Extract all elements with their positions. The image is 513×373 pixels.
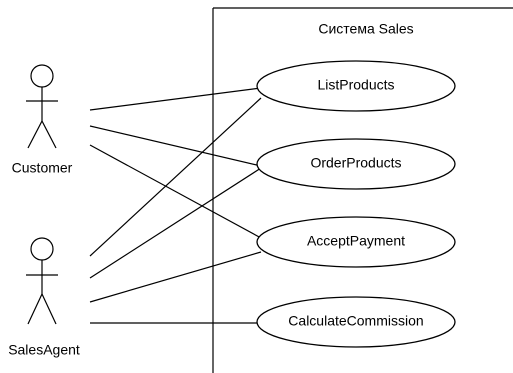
association-customer-list-products (89, 87, 262, 111)
use-case-accept-payment: AcceptPayment (256, 216, 456, 268)
actor-right-leg (41, 293, 57, 325)
use-case-ellipse (256, 216, 456, 268)
association-salesagent-accept-payment (89, 251, 262, 303)
use-case-label: ListProducts (317, 77, 394, 93)
use-case-calculate-commission: CalculateCommission (256, 296, 456, 348)
stick-figure-icon (26, 237, 58, 325)
use-case-ellipse (256, 138, 456, 190)
actor-left-leg (27, 120, 43, 149)
use-case-list-products: ListProducts (256, 60, 456, 112)
actor-sales-agent: SalesAgent (8, 237, 80, 358)
actor-label: SalesAgent (8, 342, 80, 358)
association-customer-order-products (89, 125, 262, 167)
system-title: Система Sales (318, 21, 413, 37)
actor-label: Customer (12, 160, 73, 176)
use-case-label: OrderProducts (310, 155, 401, 171)
system-boundary: Система Sales (212, 7, 513, 373)
association-customer-accept-payment (89, 144, 262, 239)
use-case-label: AcceptPayment (307, 233, 405, 249)
actor-right-leg (41, 120, 57, 149)
associations (89, 87, 262, 324)
actor-left-leg (27, 293, 43, 325)
actor-customer: Customer (12, 64, 73, 176)
use-case-ellipse (256, 60, 456, 112)
actor-head (30, 237, 54, 261)
actor-head (30, 64, 54, 88)
association-salesagent-order-products (89, 167, 262, 279)
association-salesagent-list-products (89, 97, 262, 257)
use-case-label: CalculateCommission (288, 313, 423, 329)
stick-figure-icon (26, 64, 58, 149)
use-case-ellipse (256, 296, 456, 348)
use-case-order-products: OrderProducts (256, 138, 456, 190)
